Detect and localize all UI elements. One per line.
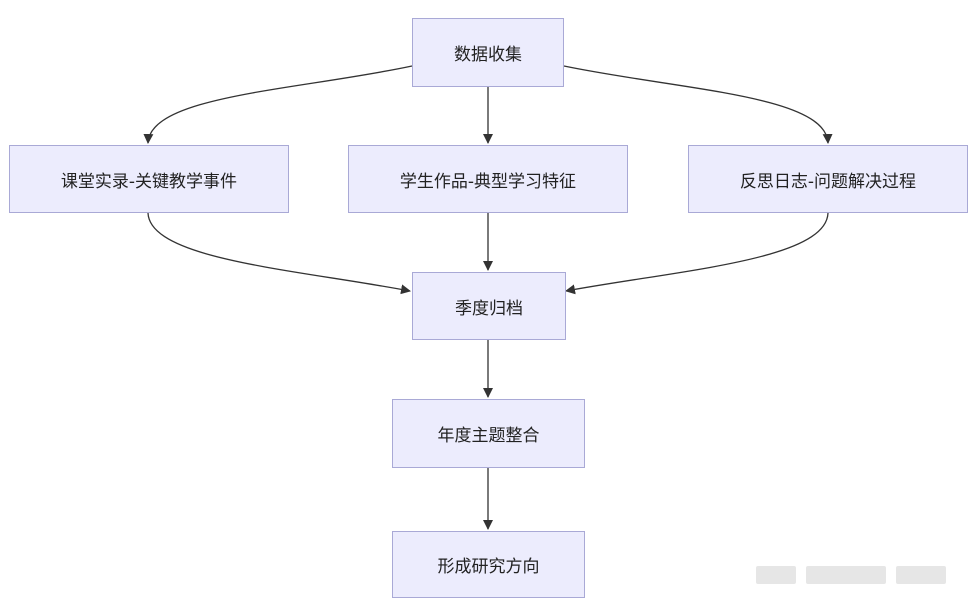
node-classroom-record-label: 课堂实录-关键教学事件 xyxy=(60,171,238,192)
blurred-watermark xyxy=(756,565,966,585)
edge-collect-to-reflection xyxy=(563,65,833,144)
watermark-block xyxy=(896,566,946,584)
node-student-work-label: 学生作品-典型学习特征 xyxy=(399,171,577,192)
node-quarterly-archive-label: 季度归档 xyxy=(455,298,523,319)
edge-collect-to-classroom xyxy=(143,65,413,144)
node-data-collection: 数据收集 xyxy=(412,18,564,87)
watermark-block xyxy=(806,566,886,584)
node-reflection-log-label: 反思日志-问题解决过程 xyxy=(739,171,917,192)
node-reflection-log: 反思日志-问题解决过程 xyxy=(688,145,968,213)
watermark-block xyxy=(756,566,796,584)
node-research-direction-label: 形成研究方向 xyxy=(437,557,540,577)
node-quarterly-archive: 季度归档 xyxy=(412,272,566,340)
edge-classroom-to-archive xyxy=(147,212,411,295)
node-data-collection-label: 数据收集 xyxy=(454,45,522,65)
node-classroom-record: 课堂实录-关键教学事件 xyxy=(9,145,289,213)
node-annual-integration-label: 年度主题整合 xyxy=(437,426,540,446)
node-annual-integration: 年度主题整合 xyxy=(392,399,585,468)
node-research-direction: 形成研究方向 xyxy=(392,531,585,598)
edge-reflection-to-archive xyxy=(565,212,829,295)
node-student-work: 学生作品-典型学习特征 xyxy=(348,145,628,213)
